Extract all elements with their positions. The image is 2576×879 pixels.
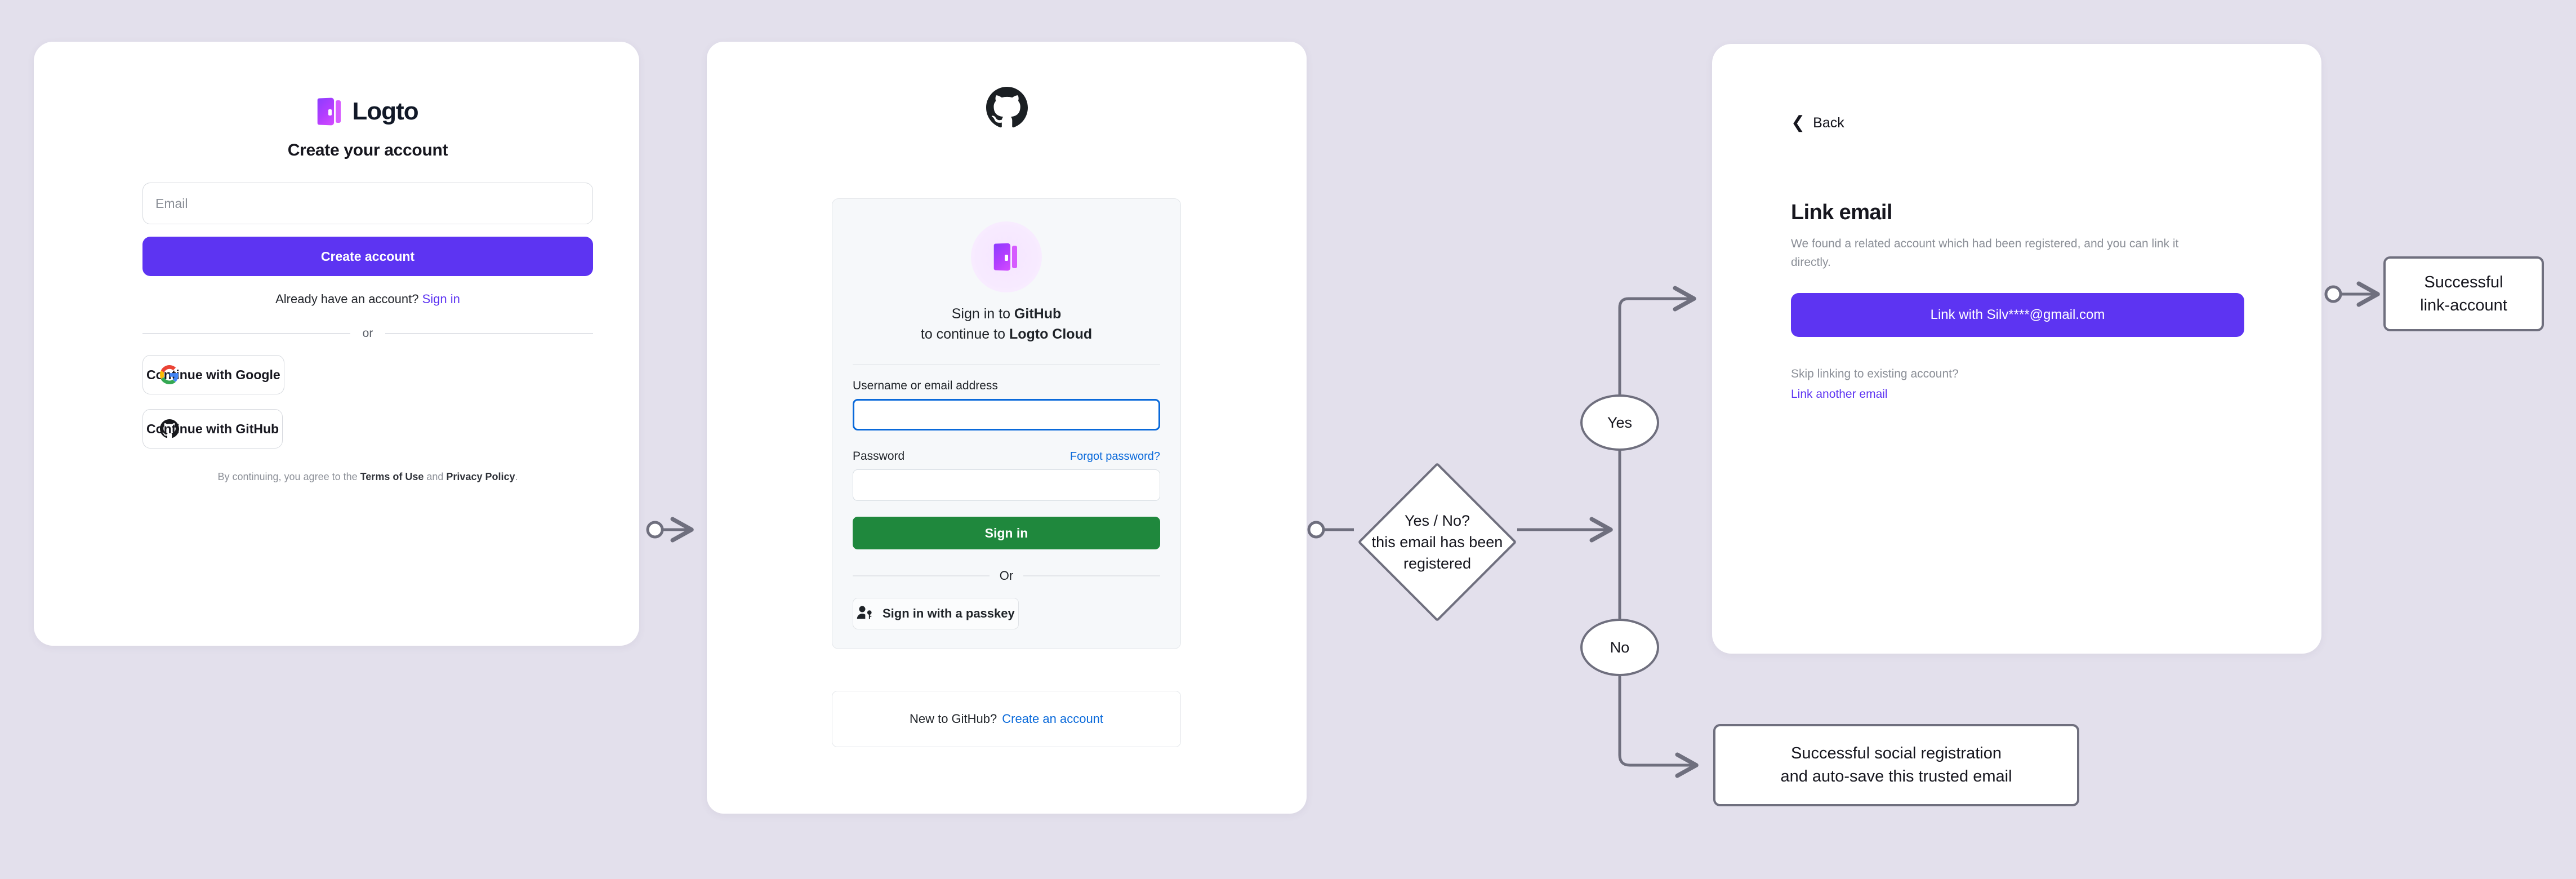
create-account-link[interactable]: Create an account (1002, 712, 1104, 726)
github-sign-in-button[interactable]: Sign in (853, 517, 1160, 549)
username-label: Username or email address (853, 379, 998, 392)
email-placeholder: Email (155, 196, 188, 211)
email-input[interactable]: Email (142, 183, 593, 224)
password-row: Password Forgot password? (853, 450, 1160, 463)
link-another-email-link[interactable]: Link another email (1791, 388, 1888, 401)
continue-with-google-label: Continue with Google (146, 367, 280, 382)
outcome-link-account-node: Successful link-account (2383, 256, 2544, 331)
github-signin-card: Sign in to GitHub to continue to Logto C… (707, 42, 1307, 814)
new-to-github-box: New to GitHub? Create an account (832, 691, 1181, 747)
passkey-label: Sign in with a passkey (883, 606, 1015, 620)
already-have-account-text: Already have an account? (275, 292, 419, 306)
terms-prefix: By continuing, you agree to the (217, 471, 358, 482)
signin-to-prefix: Sign in to (951, 306, 1014, 322)
yes-branch-node: Yes (1580, 394, 1659, 451)
logto-logo: Logto (142, 97, 593, 126)
logto-door-icon (317, 97, 343, 126)
page-title: Create your account (287, 141, 448, 159)
divider-label: or (362, 327, 373, 340)
back-label: Back (1813, 114, 1844, 131)
divider-line-left (853, 575, 990, 576)
divider-line-right (385, 333, 593, 334)
github-divider-or: Or (853, 569, 1161, 583)
signup-card: Logto Create your account Email Create a… (34, 42, 639, 646)
skip-linking-text: Skip linking to existing account? (1791, 367, 1959, 381)
link-email-card: ❮ Back Link email We found a related acc… (1712, 44, 2321, 654)
github-mark-icon (986, 87, 1028, 128)
github-signin-heading: Sign in to GitHub to continue to Logto C… (853, 304, 1160, 345)
password-input[interactable] (853, 469, 1160, 501)
username-input[interactable] (853, 399, 1160, 430)
signin-to-provider: GitHub (1014, 306, 1062, 322)
continue-to-prefix: to continue to (920, 326, 1009, 343)
sign-in-link[interactable]: Sign in (422, 292, 460, 306)
logto-door-icon (993, 242, 1019, 272)
terms-conjunction: and (426, 471, 444, 482)
chevron-left-icon: ❮ (1791, 113, 1806, 132)
github-signin-box: Sign in to GitHub to continue to Logto C… (832, 198, 1181, 649)
terms-notice: By continuing, you agree to the Terms of… (142, 471, 593, 483)
link-email-description: We found a related account which had bee… (1791, 237, 2179, 269)
divider-line-right (1023, 575, 1161, 576)
signup-card-body: Logto Create your account Email Create a… (142, 42, 593, 483)
google-icon (160, 365, 179, 384)
continue-with-google-button[interactable]: Continue with Google (142, 355, 284, 394)
link-email-body: Link email We found a related account wh… (1791, 201, 2244, 401)
privacy-policy-link[interactable]: Privacy Policy (446, 471, 515, 482)
terms-suffix: . (515, 471, 518, 482)
terms-of-use-link[interactable]: Terms of Use (360, 471, 424, 482)
password-label: Password (853, 450, 905, 463)
github-divider (853, 363, 1160, 365)
link-email-title: Link email (1791, 201, 1892, 224)
divider-or: or (142, 327, 593, 340)
app-avatar (971, 221, 1042, 292)
no-branch-node: No (1580, 619, 1659, 676)
passkey-sign-in-button[interactable]: Sign in with a passkey (853, 598, 1019, 629)
logto-wordmark: Logto (352, 97, 418, 125)
continue-with-github-button[interactable]: Continue with GitHub (142, 409, 283, 449)
divider-label: Or (999, 569, 1014, 583)
divider-line-left (142, 333, 350, 334)
create-account-button[interactable]: Create account (142, 237, 593, 276)
github-icon (160, 419, 179, 438)
back-button[interactable]: ❮ Back (1791, 114, 1844, 131)
link-with-email-button[interactable]: Link with Silv****@gmail.com (1791, 293, 2244, 338)
decision-node: Yes / No? this email has been registered (1357, 462, 1517, 622)
decision-label: Yes / No? this email has been registered (1371, 512, 1503, 572)
new-to-github-text: New to GitHub? (909, 712, 997, 726)
continue-to-app: Logto Cloud (1009, 326, 1093, 343)
already-have-account: Already have an account? Sign in (142, 292, 593, 307)
forgot-password-link[interactable]: Forgot password? (1069, 450, 1160, 463)
outcome-social-registration-node: Successful social registration and auto-… (1713, 724, 2079, 806)
passkey-icon (857, 605, 873, 623)
